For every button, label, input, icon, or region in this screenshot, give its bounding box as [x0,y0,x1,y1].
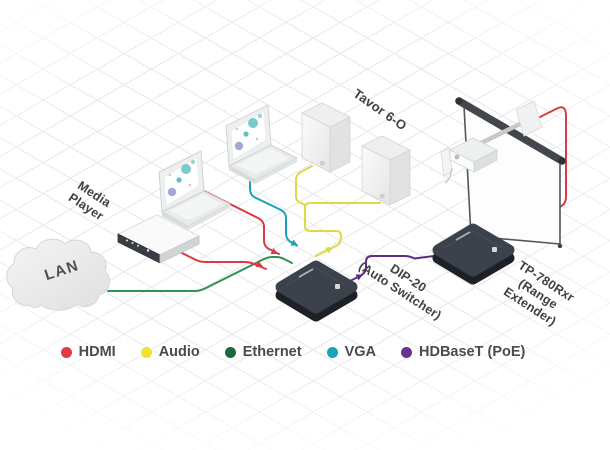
laptop-front [158,150,232,230]
cable-hdbaset-switcher-to-extender [345,255,435,284]
flow-arrow-icon [270,247,278,255]
cable-hdmi-media-to-switcher [169,246,267,270]
media-player-front-ports [126,239,150,252]
legend-color-dot [224,346,236,358]
device-brand-mark [455,231,471,241]
projector-cable [444,167,453,184]
flow-arrow-icon [255,260,263,268]
speaker-logo-icon [320,161,325,166]
speaker-front [361,135,411,206]
lan-cloud [6,238,111,311]
legend-label: HDMI [78,344,116,360]
legend-color-dot [140,346,152,358]
legend-color-dot [326,346,338,358]
legend-item-ethernet: Ethernet [224,344,302,360]
legend-label: VGA [344,344,377,360]
legend-label: Audio [158,344,200,360]
dip-20-device [275,260,358,322]
cable-hdmi-extender-to-projector-b [539,106,567,209]
cable-hdmi-laptop-to-switcher [203,190,280,255]
device-logo-icon [492,247,497,252]
legend: HDMI Audio Ethernet VGA HDBaseT (PoE) [0,344,598,360]
laptop-back [225,104,299,184]
device-brand-mark [298,268,314,278]
legend-color-dot [60,346,72,358]
legend-item-vga: VGA [326,344,377,360]
screen-foot [557,243,563,249]
projector-wall-plate [515,100,543,137]
screen-bubbles-icon [167,160,195,197]
cable-audio-branch-to-back-speaker [295,165,313,206]
legend-item-audio: Audio [140,344,200,360]
tp-780rxr-device [432,223,515,285]
legend-color-dot [401,346,413,358]
legend-label: HDBaseT (PoE) [419,344,526,360]
speaker-logo-icon [380,194,385,199]
projector [440,137,498,184]
device-logo-icon [335,284,340,289]
cable-ethernet-lan-to-switcher [107,256,293,292]
media-player-device [117,214,200,264]
projector-lens-icon [454,154,460,160]
flow-arrow-icon [355,274,363,281]
legend-item-hdmi: HDMI [60,344,116,360]
flow-arrow-icon [290,239,298,246]
screen-bubbles-icon [234,114,262,151]
legend-label: Ethernet [242,344,302,360]
speaker-back [301,102,351,173]
flow-arrow-icon [325,247,333,254]
legend-item-hdbaset: HDBaseT (PoE) [401,344,525,360]
